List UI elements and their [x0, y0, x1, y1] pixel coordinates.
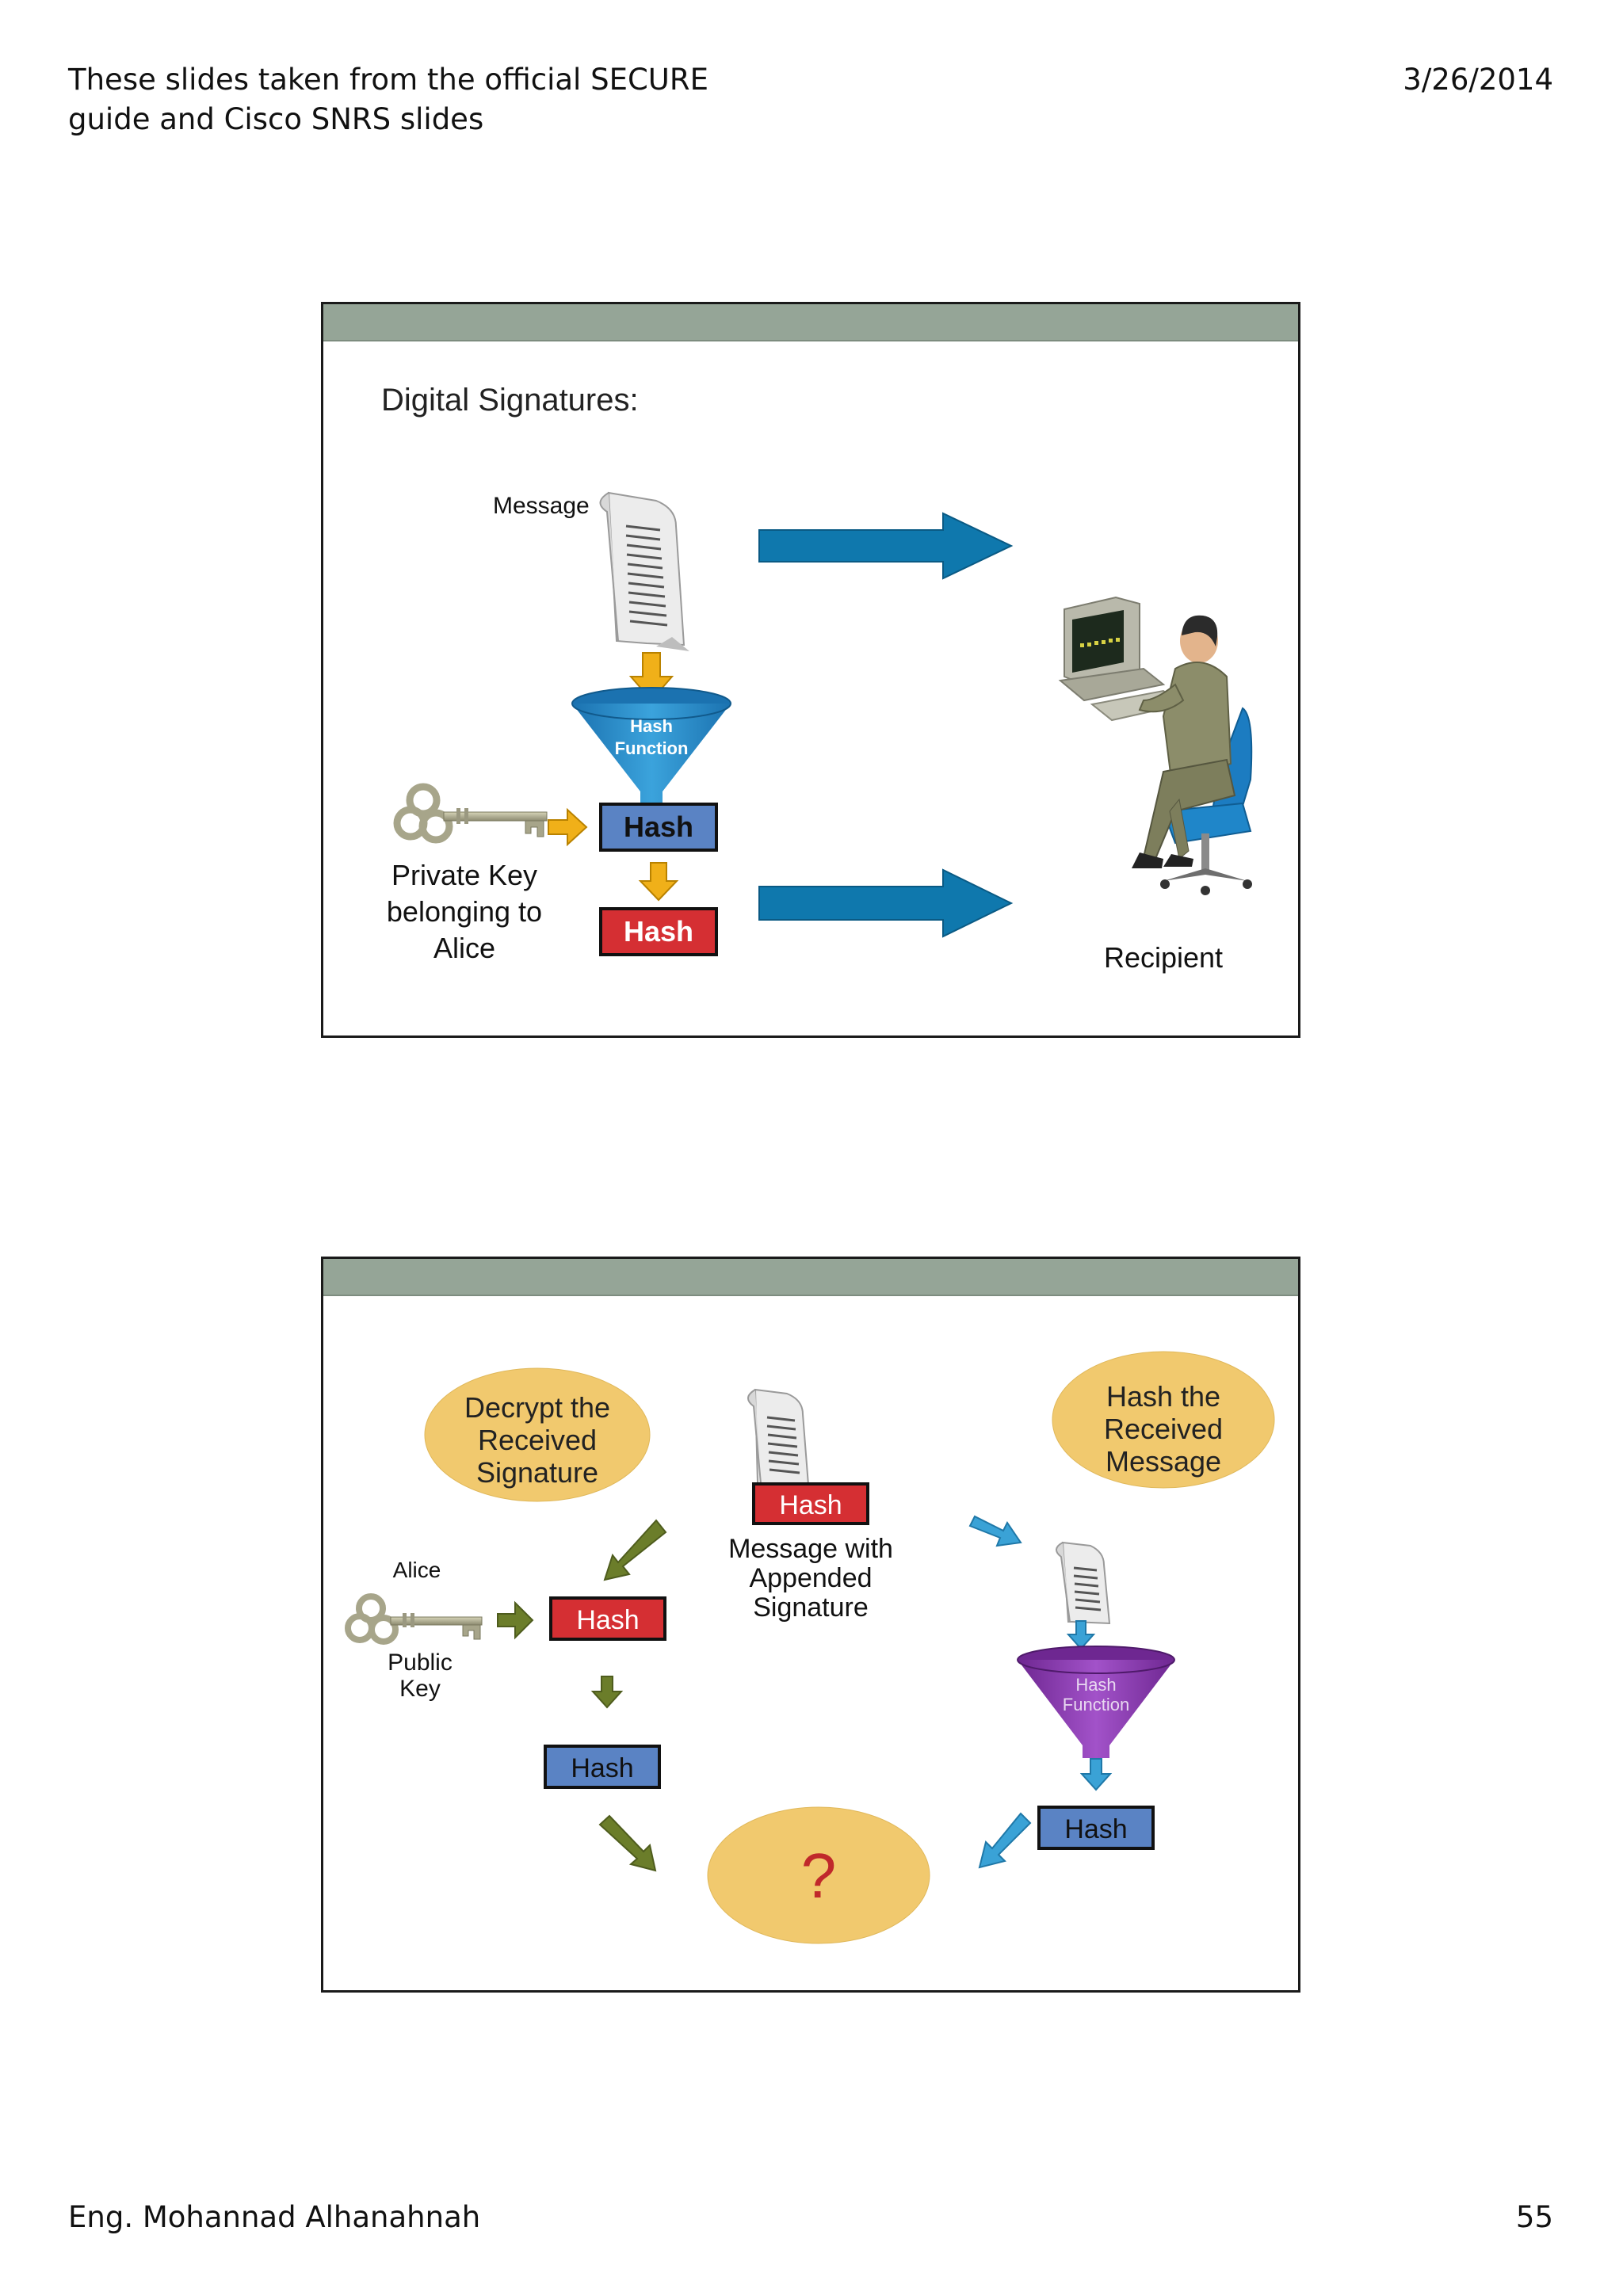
compare-bubble	[707, 1806, 930, 1944]
hash-function-funnel-icon	[571, 687, 731, 808]
hash-message-bubble	[1052, 1351, 1275, 1489]
public-key-line2: Key	[399, 1676, 441, 1702]
key-label-line2: belonging to	[387, 895, 542, 928]
signature-hash-label: Hash	[576, 1605, 639, 1635]
header-title-line2: guide and Cisco SNRS slides	[68, 102, 484, 136]
slide-title-bar	[323, 1259, 1298, 1296]
message-signature-hash-box	[752, 1482, 869, 1525]
arrow-signature-to-recipient	[758, 868, 1014, 938]
slide-title-bar	[323, 304, 1298, 341]
message-label-line3: Signature	[753, 1592, 869, 1623]
key-label-line1: Private Key	[391, 859, 537, 891]
hash-box-blue-label: Hash	[624, 810, 693, 843]
public-key-icon	[345, 1593, 483, 1645]
arrow-down-to-encrypted-hash	[638, 862, 679, 902]
message-label: Message	[493, 493, 590, 519]
message-label-line2: Appended	[749, 1563, 872, 1593]
computed-hash-label: Hash	[1064, 1814, 1127, 1844]
footer-page-number: 55	[1515, 2200, 1553, 2234]
purple-funnel-line1: Hash	[1075, 1675, 1116, 1695]
header-title: These slides taken from the official SEC…	[68, 60, 708, 139]
slide-signature-verification: Decrypt the Received Signature Hash Mess…	[321, 1257, 1300, 1993]
decrypt-signature-bubble	[424, 1367, 651, 1502]
received-message-document-icon	[1056, 1541, 1111, 1625]
arrow-message-to-recipient	[758, 512, 1014, 580]
signature-hash-box	[549, 1596, 666, 1641]
message-signature-hash-label: Hash	[779, 1490, 842, 1520]
purple-funnel-line2: Function	[1063, 1695, 1129, 1714]
arrow-funnel-to-hash	[1079, 1758, 1113, 1791]
public-key-line1: Public	[388, 1650, 453, 1676]
arrow-right-hash-to-compare	[978, 1812, 1032, 1869]
decrypted-hash-box	[544, 1745, 661, 1789]
hash-msg-line1: Hash the	[1106, 1380, 1220, 1413]
arrow-key-to-hash	[548, 807, 588, 847]
key-label-line3: Alice	[433, 932, 495, 964]
decrypt-line2: Received	[478, 1424, 597, 1456]
footer-author: Eng. Mohannad Alhanahnah	[68, 2200, 481, 2234]
arrow-key-to-red-hash	[497, 1600, 534, 1640]
recipient-computer-user-icon	[1058, 596, 1253, 895]
hash-box-blue	[599, 803, 718, 852]
private-key-icon	[393, 783, 548, 844]
header-title-line1: These slides taken from the official SEC…	[68, 63, 708, 97]
decrypt-line1: Decrypt the	[464, 1391, 610, 1424]
arrow-decrypt-to-hash	[603, 1519, 667, 1581]
alice-label: Alice	[393, 1558, 441, 1582]
slide2-diagram: Decrypt the Received Signature Hash Mess…	[345, 1351, 1275, 1944]
message-label-line1: Message with	[728, 1534, 893, 1564]
compare-question-mark: ?	[801, 1840, 837, 1911]
decrypt-line3: Signature	[476, 1456, 598, 1489]
hash-box-red-label: Hash	[624, 915, 693, 948]
recipient-label: Recipient	[1104, 941, 1223, 974]
arrow-doc-to-funnel	[1066, 1620, 1096, 1650]
arrow-down-to-decrypted-hash	[590, 1676, 624, 1709]
slide-digital-signatures: Digital Signatures: Message	[321, 302, 1300, 1038]
funnel-label-line1: Hash	[630, 716, 673, 736]
computed-hash-box	[1037, 1806, 1155, 1850]
header-date: 3/26/2014	[1403, 63, 1553, 97]
hash-msg-line2: Received	[1104, 1413, 1223, 1445]
slide1-diagram: Digital Signatures: Message	[381, 383, 1253, 974]
slide1-title: Digital Signatures:	[381, 383, 639, 418]
message-document-icon	[747, 1388, 810, 1486]
decrypted-hash-label: Hash	[571, 1753, 633, 1783]
funnel-label-line2: Function	[615, 738, 689, 758]
arrow-left-hash-to-compare	[598, 1814, 657, 1872]
hash-function-funnel-icon	[1017, 1646, 1175, 1758]
hash-msg-line3: Message	[1106, 1445, 1221, 1478]
hash-box-red	[599, 907, 718, 956]
arrow-message-to-hashing	[968, 1515, 1022, 1547]
message-document-icon	[599, 491, 689, 651]
